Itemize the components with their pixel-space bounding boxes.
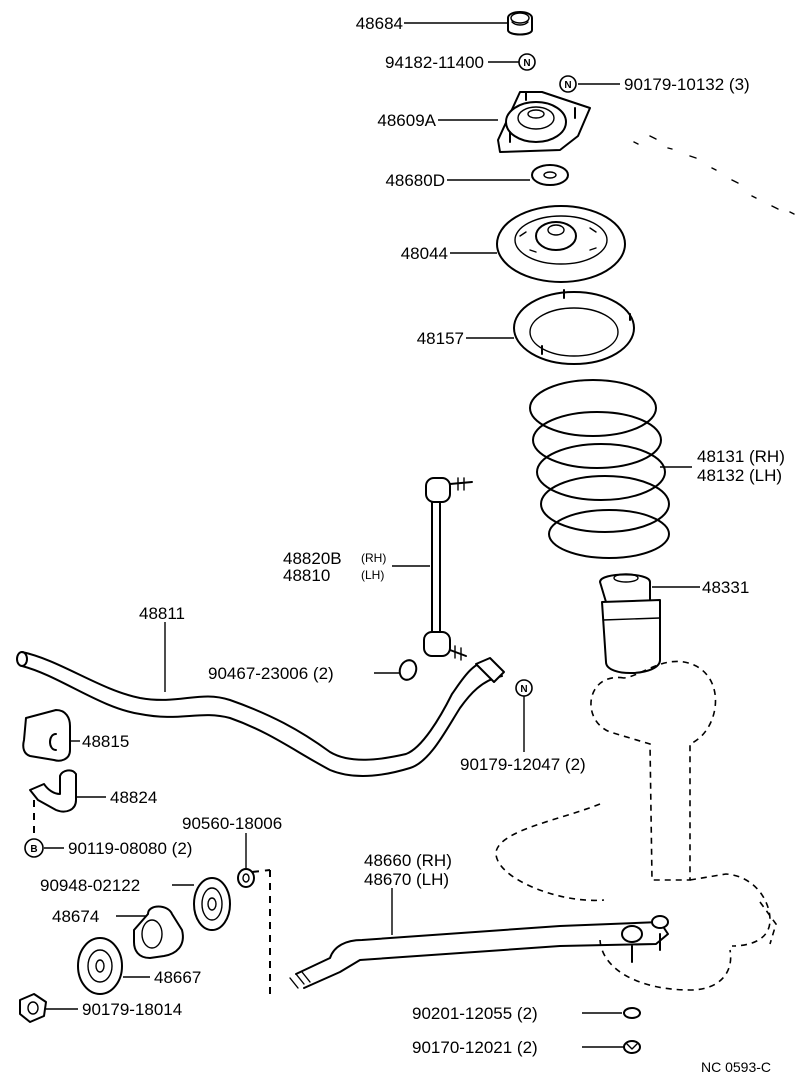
strut-rod-48660 <box>289 915 669 989</box>
bushing-48815 <box>22 709 71 762</box>
svg-text:N: N <box>520 684 527 695</box>
svg-text:N: N <box>523 58 530 69</box>
dust-cap-48684 <box>507 11 533 36</box>
part-labels: 48684 94182-11400 90179-10132 (3) 48609A… <box>40 14 785 1075</box>
label-90119-08080: 90119-08080 (2) <box>68 839 192 858</box>
label-48044: 48044 <box>401 244 448 263</box>
alignment-dash <box>251 869 271 873</box>
label-90560-18006: 90560-18006 <box>182 814 282 833</box>
label-48609A: 48609A <box>377 111 436 130</box>
spring-seat-48044 <box>496 205 626 283</box>
nut-symbol-icon: N <box>559 75 577 93</box>
nut-90467 <box>398 659 418 681</box>
nut-90170 <box>623 1040 641 1054</box>
label-48820B: 48820B <box>283 549 342 568</box>
spacer-90560 <box>237 868 255 888</box>
coil-spring-48131 <box>529 379 670 559</box>
nut-90179-18014 <box>19 993 47 1023</box>
shock-absorber-outline <box>495 660 777 991</box>
stabilizer-link-48820B <box>423 477 473 661</box>
label-48824: 48824 <box>110 788 157 807</box>
catalog-code: NC 0593-C <box>701 1059 771 1075</box>
label-90179-10132: 90179-10132 (3) <box>624 75 750 94</box>
label-48820B-side: (RH) <box>361 551 386 565</box>
washer-48667 <box>77 937 123 995</box>
label-48667: 48667 <box>154 968 201 987</box>
label-48674: 48674 <box>52 907 99 926</box>
label-90467-23006: 90467-23006 (2) <box>208 664 334 683</box>
upper-support-48609A <box>497 91 591 153</box>
bolt-symbol-icon: B <box>24 838 44 858</box>
label-90179-18014: 90179-18014 <box>82 1000 182 1019</box>
label-90201-12055: 90201-12055 (2) <box>412 1004 538 1023</box>
label-90948-02122: 90948-02122 <box>40 876 140 895</box>
label-48810: 48810 <box>283 566 330 585</box>
cushion-90948 <box>193 877 231 931</box>
washer-90201 <box>623 1007 641 1019</box>
label-90179-12047: 90179-12047 (2) <box>460 755 586 774</box>
label-94182-11400: 94182-11400 <box>385 53 484 72</box>
bracket-48824 <box>29 769 77 836</box>
stabilizer-bar-48811 <box>16 651 505 777</box>
label-48331: 48331 <box>702 578 749 597</box>
scan-noise <box>633 135 795 215</box>
nut-symbol-icon: N <box>515 679 533 697</box>
washer-48680D <box>531 164 569 186</box>
label-48131: 48131 (RH) <box>697 447 785 466</box>
label-48815: 48815 <box>82 732 129 751</box>
label-48684: 48684 <box>356 14 403 33</box>
svg-text:B: B <box>30 844 37 855</box>
svg-text:N: N <box>564 80 571 91</box>
bump-stopper-48331 <box>599 573 661 674</box>
nut-symbol-icon: N <box>518 53 536 71</box>
insulator-48157 <box>513 289 635 365</box>
label-48670: 48670 (LH) <box>364 870 449 889</box>
leader-lines <box>44 22 700 1048</box>
label-48811: 48811 <box>139 604 185 623</box>
label-48660: 48660 (RH) <box>364 851 452 870</box>
label-48680D: 48680D <box>385 171 445 190</box>
label-90170-12021: 90170-12021 (2) <box>412 1038 538 1057</box>
label-48157: 48157 <box>417 329 464 348</box>
label-48132: 48132 (LH) <box>697 466 782 485</box>
bushing-48674 <box>133 905 184 959</box>
label-48810-side: (LH) <box>361 568 384 582</box>
